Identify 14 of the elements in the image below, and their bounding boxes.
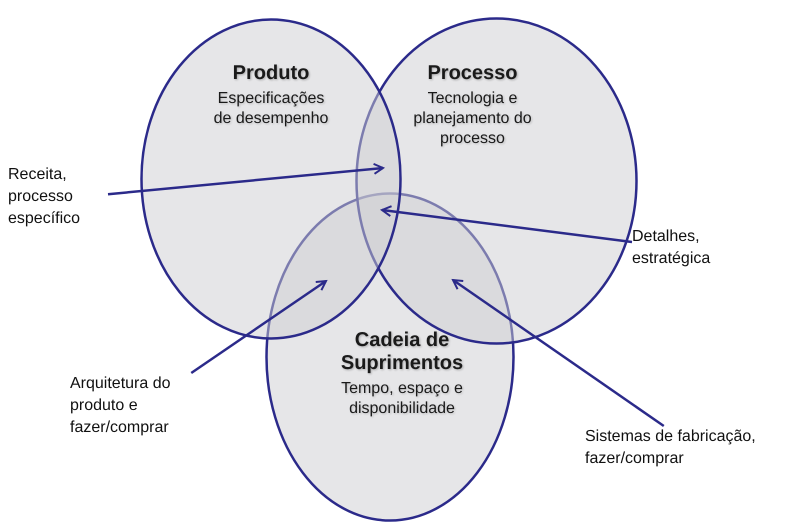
set-description: Especificações de desempenho: [212, 89, 330, 129]
arrow: [190, 280, 327, 374]
arrow: [381, 205, 632, 244]
callout-text: Arquitetura do produto e fazer/comprar: [70, 373, 210, 439]
set-description: Tecnologia e planejamento do processo: [412, 89, 533, 149]
callout-text: Detalhes, estratégica: [632, 226, 742, 270]
callout-text: Sistemas de fabricação, fazer/comprar: [585, 426, 809, 470]
set-heading: Processo: [427, 62, 518, 85]
callout-text: Receita, processo específico: [8, 164, 108, 230]
set-description: Tempo, espaço e disponibilidade: [340, 379, 464, 419]
arrow: [108, 162, 384, 196]
set-heading: Produto: [232, 62, 310, 85]
arrow: [452, 278, 664, 428]
set-heading: Cadeia de Suprimentos: [340, 329, 464, 375]
